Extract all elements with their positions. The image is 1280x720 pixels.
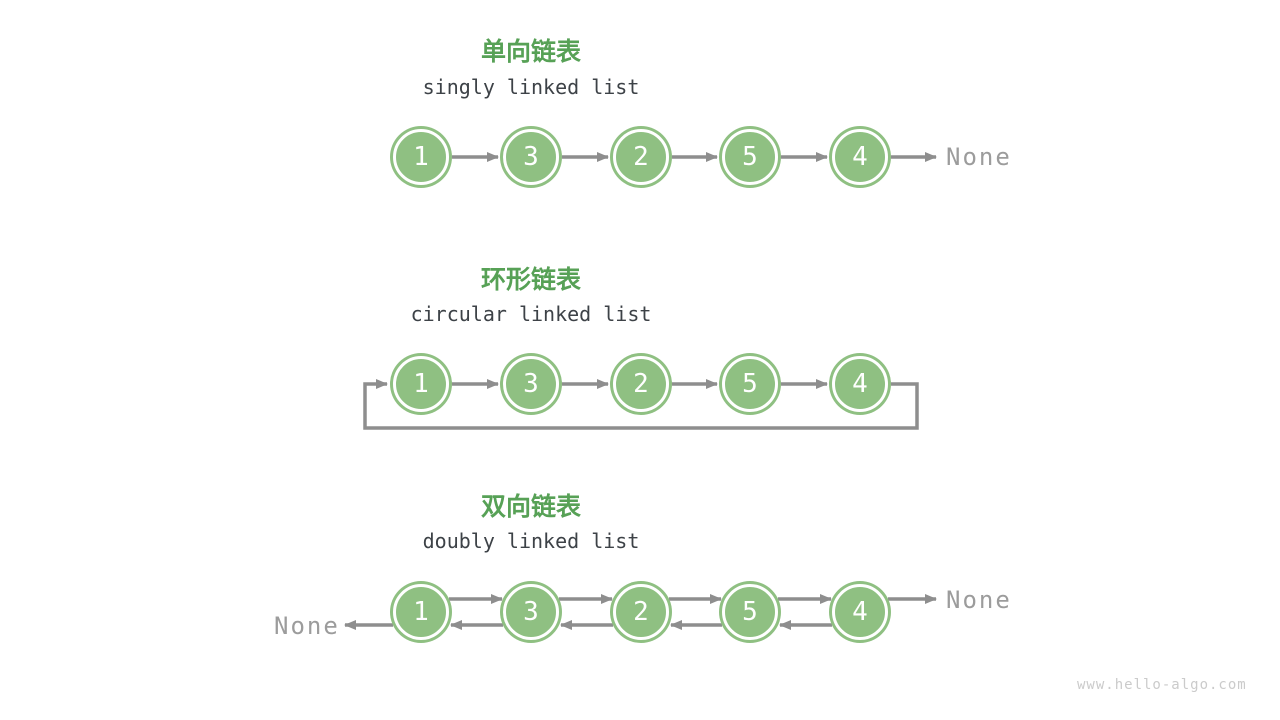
circular-node-4: 5 — [722, 356, 778, 412]
singly-title-en: singly linked list — [422, 75, 640, 99]
singly-node-1: 1 — [393, 129, 449, 185]
circular-node-3: 2 — [613, 356, 669, 412]
circular-node-1: 1 — [393, 356, 449, 412]
doubly-title-cn: 双向链表 — [480, 493, 581, 521]
singly-node-2: 3 — [503, 129, 559, 185]
singly-node-3: 2 — [613, 129, 669, 185]
circular-title-en: circular linked list — [410, 302, 652, 326]
doubly-node-1: 1 — [393, 584, 449, 640]
doubly-tail-none-label: None — [946, 586, 1012, 614]
doubly-node-5: 4 — [832, 584, 888, 640]
circular-node-5: 4 — [832, 356, 888, 412]
doubly-node-4: 5 — [722, 584, 778, 640]
singly-node-5: 4 — [832, 129, 888, 185]
doubly-node-2: 3 — [503, 584, 559, 640]
singly-node-4: 5 — [722, 129, 778, 185]
doubly-node-3: 2 — [613, 584, 669, 640]
circular-node-2: 3 — [503, 356, 559, 412]
doubly-title-en: doubly linked list — [422, 529, 640, 553]
circular-title-cn: 环形链表 — [480, 266, 581, 294]
singly-title-cn: 单向链表 — [480, 38, 581, 66]
singly-none-label: None — [946, 143, 1012, 171]
doubly-head-none-label: None — [274, 612, 340, 640]
watermark: www.hello-algo.com — [1077, 677, 1247, 693]
